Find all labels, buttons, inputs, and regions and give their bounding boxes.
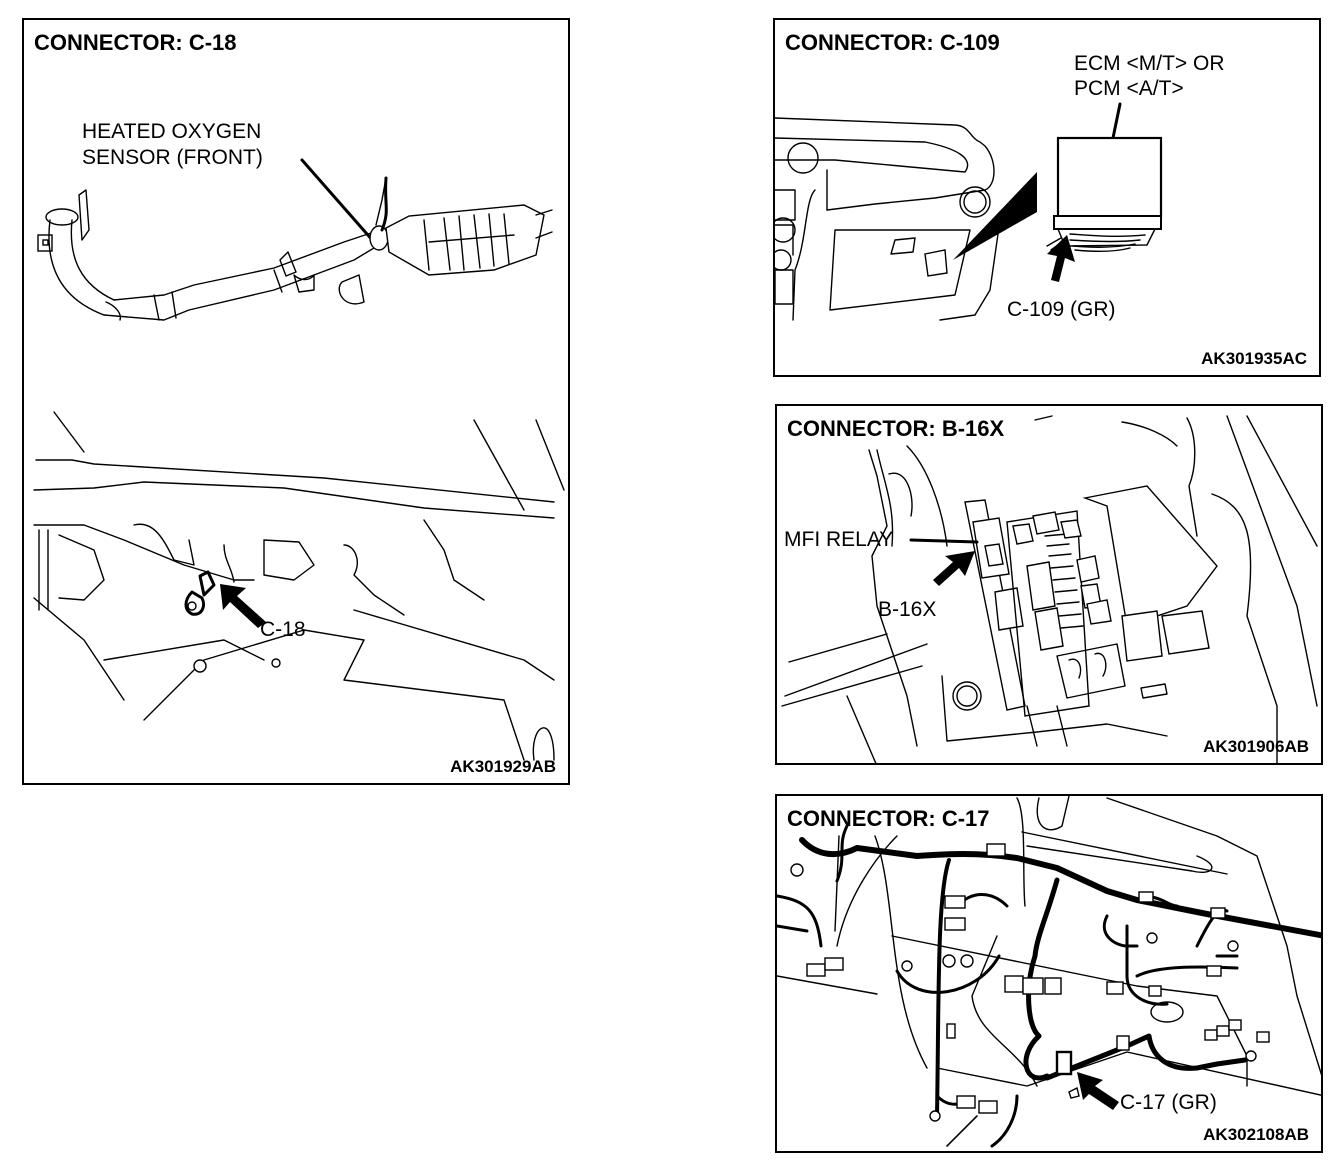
connector-callout: C-18 [260, 618, 306, 641]
connector-c109-panel: CONNECTOR: C-109 ECM <M/T> OR PCM <A/T> … [773, 18, 1321, 377]
c18-pointer-arrow [220, 584, 266, 628]
ecm-leader-line [1111, 102, 1122, 140]
connector-callout: B-16X [878, 598, 937, 621]
figure-code: AK301906AB [1203, 737, 1309, 756]
wiring-harness [777, 824, 1321, 1148]
figure-code: AK301935AC [1201, 349, 1307, 368]
relay-box-illustration [781, 415, 1318, 763]
connector-callout: C-17 (GR) [1120, 1091, 1217, 1114]
engine-bay-lines [781, 415, 1318, 763]
c17-pointer-arrow [1077, 1072, 1119, 1110]
figure-code: AK301929AB [450, 757, 556, 776]
ecm-module [1046, 102, 1163, 253]
small-connectors [790, 843, 1270, 1122]
component-label-line-2: SENSOR (FRONT) [82, 146, 263, 169]
sensor-leader-line [300, 158, 376, 244]
connector-callout: C-109 (GR) [1007, 298, 1116, 321]
b16x-pointer-arrow [933, 551, 975, 586]
underbody-structure [33, 411, 565, 761]
panel-title: CONNECTOR: C-17 [787, 806, 990, 831]
c109-pointer-arrow [1047, 235, 1075, 282]
component-label-line-1: HEATED OXYGEN [82, 120, 262, 143]
component-label-line-2: PCM <A/T> [1074, 77, 1184, 100]
wiring-harness-illustration [777, 796, 1321, 1148]
panel-title: CONNECTOR: C-109 [785, 30, 1000, 55]
exhaust-and-underbody-illustration [33, 158, 565, 761]
dashboard-ecm-illustration [775, 102, 1163, 321]
c18-connector-graphic [184, 570, 216, 616]
figure-code: AK302108AB [1203, 1125, 1309, 1144]
zoom-wedge [953, 172, 1037, 260]
connector-b16x-panel: CONNECTOR: B-16X MFI RELAY B-16X AK30190… [775, 404, 1323, 765]
connector-c17-panel: CONNECTOR: C-17 C-17 (GR) AK302108AB [775, 794, 1323, 1153]
panel-title: CONNECTOR: B-16X [787, 416, 1005, 441]
component-label-line-1: MFI RELAY [784, 528, 894, 551]
connector-c18-panel: CONNECTOR: C-18 HEATED OXYGEN SENSOR (FR… [22, 18, 570, 785]
dashboard-structure [777, 796, 1321, 1096]
relay-leader-line [909, 538, 979, 544]
exhaust-front-pipe [37, 189, 380, 321]
component-label-line-1: ECM <M/T> OR [1074, 52, 1225, 75]
dashboard-outline [775, 117, 1001, 321]
relay-fuse-block [964, 485, 1218, 717]
catalytic-converter [369, 176, 553, 276]
panel-title: CONNECTOR: C-18 [34, 30, 237, 55]
